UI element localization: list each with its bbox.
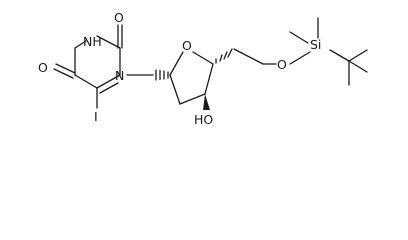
- atom-label-oxygen-c4: O: [38, 60, 48, 75]
- c1-hashed-bond: [155, 69, 169, 81]
- c5-oxygen-bond: [233, 48, 264, 65]
- atom-label-oxygen-c2: O: [114, 10, 124, 25]
- c3-hydroxyl-wedge: [203, 94, 210, 110]
- atom-label-hydroxyl: HO: [194, 112, 213, 127]
- atom-label-silicon: Si: [310, 37, 321, 52]
- atom-label-nh: NH: [83, 34, 102, 49]
- chemical-structure: O NH O N I O HO O Si: [38, 10, 368, 127]
- c4-hashed-bond: [215, 48, 233, 64]
- atom-label-oxygen-silyl: O: [277, 57, 287, 72]
- atom-label-oxygen-ring: O: [182, 38, 192, 53]
- atom-label-nitrogen-n1: N: [115, 68, 124, 83]
- atom-label-iodine: I: [94, 109, 98, 124]
- pyrimidine-ring-bonds: [74, 35, 121, 94]
- silyl-group-bonds: [289, 17, 368, 86]
- c4-carbonyl-bond: [53, 63, 76, 79]
- sugar-ring-bonds: [169, 51, 214, 105]
- c2-carbonyl-bond: [117, 24, 123, 49]
